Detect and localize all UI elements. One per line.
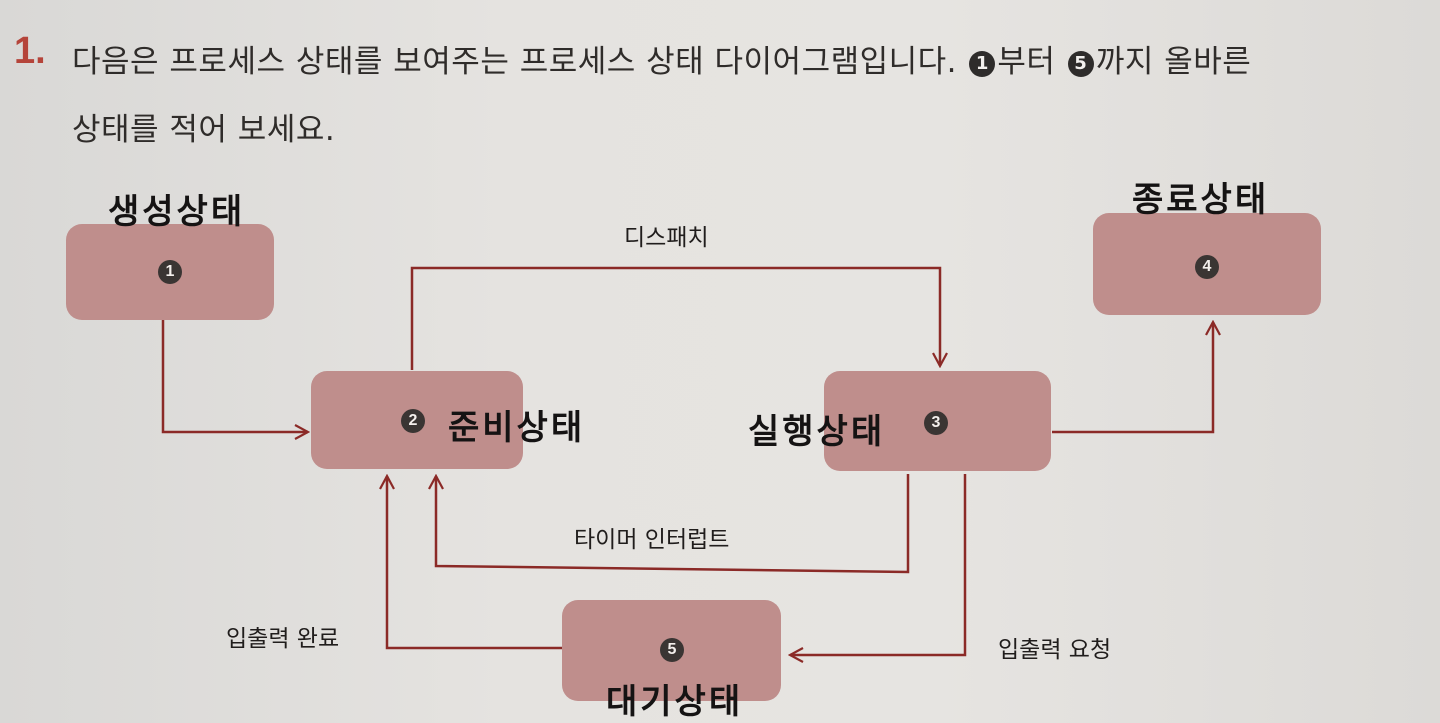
state-number-1: 1: [158, 260, 182, 284]
state-number-3: 3: [924, 411, 948, 435]
state-box-3: 3: [824, 371, 1051, 471]
state-answer-4: 종료상태: [1132, 180, 1270, 220]
state-box-4: 4: [1093, 213, 1321, 315]
circled-number-start: 1: [969, 51, 996, 77]
question-number: 1.: [14, 30, 46, 72]
label-timer-interrupt: 타이머 인터럽트: [574, 527, 730, 553]
circled-number-end: 5: [1067, 51, 1094, 77]
arrow-created-to-ready: [161, 320, 308, 432]
arrow-io-request: [790, 474, 967, 655]
state-answer-1: 생성상태: [108, 192, 246, 232]
state-answer-3: 실행상태: [748, 412, 886, 452]
label-dispatch: 디스패치: [624, 225, 709, 251]
question-text-part2: 부터: [997, 44, 1056, 80]
state-answer-2: 준비상태: [448, 408, 586, 448]
state-box-1: 1: [66, 224, 274, 320]
question-text-part1: 다음은 프로세스 상태를 보여주는 프로세스 상태 다이어그램입니다.: [72, 44, 958, 80]
label-io-request: 입출력 요청: [998, 637, 1112, 663]
question-text-part3: 까지 올바른: [1095, 44, 1252, 80]
state-number-5: 5: [660, 638, 684, 662]
state-box-5: 5: [562, 600, 781, 701]
state-answer-5: 대기상태: [606, 682, 744, 722]
arrow-dispatch: [410, 266, 940, 370]
arrow-running-to-terminated: [1052, 322, 1213, 434]
state-number-4: 4: [1195, 255, 1219, 279]
label-io-complete: 입출력 완료: [226, 626, 340, 652]
arrow-io-complete: [387, 476, 562, 650]
state-number-2: 2: [401, 409, 425, 433]
question-text-line2: 상태를 적어 보세요.: [72, 112, 336, 148]
state-box-2: 2: [311, 371, 523, 469]
